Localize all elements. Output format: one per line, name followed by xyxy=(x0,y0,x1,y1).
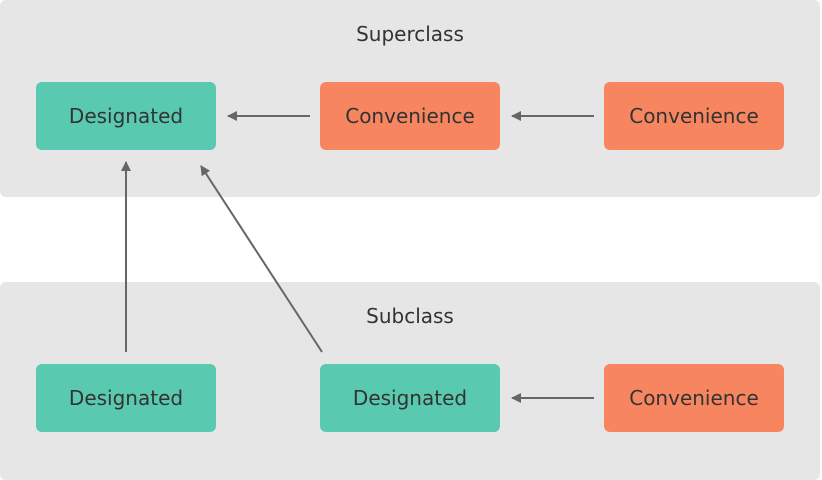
subclass-convenience-node: Convenience xyxy=(604,364,784,432)
superclass-title: Superclass xyxy=(356,22,464,46)
node-label: Convenience xyxy=(629,386,759,410)
node-label: Designated xyxy=(68,104,184,128)
superclass-designated-node: Designated xyxy=(36,82,216,150)
superclass-convenience-node-2: Convenience xyxy=(604,82,784,150)
superclass-convenience-node-1: Convenience xyxy=(320,82,500,150)
node-label: Designated xyxy=(68,386,184,410)
subclass-designated-node-1: Designated xyxy=(36,364,216,432)
subclass-title: Subclass xyxy=(366,304,454,328)
subclass-designated-node-2: Designated xyxy=(320,364,500,432)
node-label: Designated xyxy=(352,386,468,410)
node-label: Convenience xyxy=(629,104,759,128)
node-label: Convenience xyxy=(345,104,475,128)
